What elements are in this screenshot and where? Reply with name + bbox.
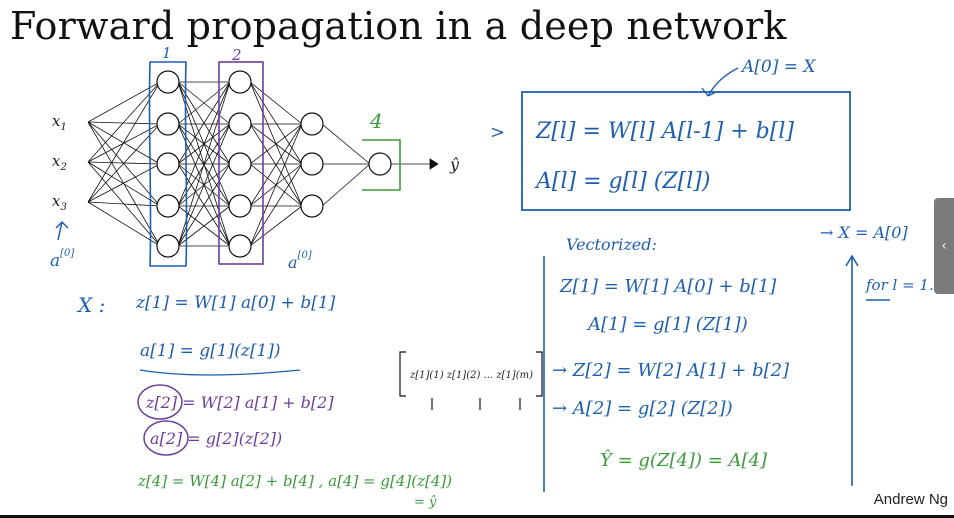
a0-arrow	[701, 67, 739, 97]
z-matrix: z[1](1) z[1](2) ... z[1](m)	[399, 351, 543, 410]
layer1-neurons	[156, 70, 180, 258]
layer4-box	[362, 139, 401, 191]
author-credit: Andrew Ng	[873, 491, 948, 508]
vectorized-label: Vectorized:	[566, 235, 657, 254]
neuron	[156, 152, 180, 176]
neuron	[228, 112, 252, 136]
input-label: x	[52, 112, 61, 130]
eq-yhat: = ŷ	[414, 495, 437, 510]
neuron	[156, 70, 180, 94]
matrix-columns: z[1](1) z[1](2) ... z[1](m)	[409, 370, 533, 381]
svg-text:a[0]: a[0]	[50, 248, 74, 271]
underline-a1	[139, 369, 301, 376]
neuron	[228, 194, 252, 218]
neuron	[228, 234, 252, 258]
slide-title: Forward propagation in a deep network	[10, 4, 787, 48]
output-arrowhead	[429, 158, 439, 170]
eq-z2: z[2] = W[2] a[1] + b[2]	[145, 393, 334, 412]
neuron	[300, 194, 324, 218]
vec-a2: → A[2] = g[2] (Z[2])	[552, 398, 733, 419]
layer4-number: 4	[369, 109, 383, 133]
general-formula-box	[521, 91, 851, 211]
eq-a2: a[2] = g[2](z[2])	[150, 429, 282, 448]
connections-layer3-output	[321, 123, 371, 207]
x-equals-a0: → X = A[0]	[820, 223, 908, 242]
svg-text:a[0]: a[0]	[288, 250, 312, 272]
x-colon: X :	[76, 293, 105, 317]
vec-yhat: Ŷ = g(Z[4]) = A[4]	[600, 448, 768, 471]
input-subscript: 2	[59, 162, 66, 173]
chevron-left-icon: ‹	[941, 238, 947, 254]
general-z-eq: Z[l] = W[l] A[l-1] + b[l]	[535, 119, 794, 144]
layer3-neurons	[300, 112, 324, 218]
svg-text:x2: x2	[52, 152, 67, 173]
for-loop: for l = 1..4	[865, 276, 948, 294]
a0-label: a	[288, 253, 298, 272]
neuron	[228, 70, 252, 94]
vec-a1: A[1] = g[1] (Z[1])	[586, 314, 748, 335]
bottom-divider	[0, 515, 954, 518]
output-label: ŷ	[449, 155, 460, 174]
connections-layer2-layer3	[249, 81, 303, 247]
neuron	[368, 152, 392, 176]
connections-layer1-layer2	[177, 81, 231, 247]
input-label: x	[52, 152, 61, 170]
neuron	[228, 152, 252, 176]
connections-input-layer1	[87, 81, 161, 247]
input-label: x	[52, 192, 61, 210]
vec-z1: Z[1] = W[1] A[0] + b[1]	[559, 276, 777, 297]
input-annotation-arrow	[55, 220, 69, 241]
layer2-box	[218, 61, 264, 265]
layer1-box	[148, 61, 188, 267]
a0-sup: [0]	[298, 250, 312, 261]
general-a-eq: A[l] = g[l] (Z[l])	[534, 169, 710, 194]
output-neuron-group	[368, 152, 392, 176]
layer2-number: 2	[231, 46, 242, 64]
arrow-marker: >	[490, 122, 505, 143]
eq-z4: z[4] = W[4] a[2] + b[4] , a[4] = g[4](z[…	[137, 472, 452, 490]
network-diagram	[87, 81, 439, 247]
loop-arrow-up	[845, 254, 859, 267]
neuron	[300, 152, 324, 176]
input-subscript: 1	[60, 122, 66, 133]
neuron	[156, 112, 180, 136]
a0-equals-x: A[0] = X	[740, 57, 816, 77]
layer1-number: 1	[162, 44, 172, 62]
eq-z1: z[1] = W[1] a[0] + b[1]	[135, 293, 336, 313]
neuron	[300, 112, 324, 136]
layer2-neurons	[228, 70, 252, 258]
vec-z2: → Z[2] = W[2] A[1] + b[2]	[552, 360, 790, 381]
svg-text:x3: x3	[52, 192, 67, 213]
input-subscript: 3	[60, 202, 66, 213]
circle-z2	[137, 384, 183, 420]
input-annotation-sup: [0]	[60, 248, 74, 259]
eq-a1: a[1] = g[1](z[1])	[140, 341, 281, 361]
neuron	[156, 194, 180, 218]
side-panel-toggle[interactable]: ‹	[934, 198, 954, 294]
input-annotation: a	[50, 251, 60, 271]
neuron	[156, 234, 180, 258]
circle-a2	[143, 420, 189, 456]
svg-text:x1: x1	[52, 112, 67, 133]
input-labels: x1 x2 x3	[52, 112, 67, 213]
